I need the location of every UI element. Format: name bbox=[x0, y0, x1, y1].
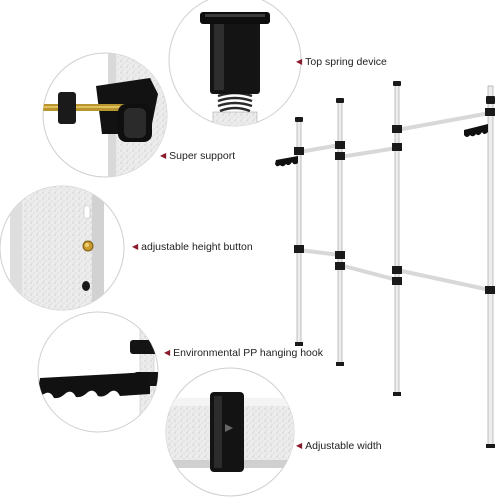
support-clamp-detail bbox=[42, 52, 168, 178]
callout-label: Environmental PP hanging hook bbox=[173, 347, 323, 359]
left-arrow-icon: ◀ bbox=[132, 242, 139, 252]
callout-super-support: ◀ Super support bbox=[160, 151, 235, 162]
width-joint-detail bbox=[165, 367, 295, 497]
left-arrow-icon: ◀ bbox=[296, 57, 303, 67]
height-button-detail bbox=[0, 185, 125, 311]
left-arrow-icon: ◀ bbox=[160, 151, 167, 161]
callout-top-spring-device: ◀ Top spring device bbox=[296, 57, 387, 68]
left-arrow-icon: ◀ bbox=[296, 441, 303, 451]
callout-adjustable-width: ◀ Adjustable width bbox=[296, 441, 382, 452]
callout-label: Super support bbox=[169, 150, 236, 162]
clothes-rack bbox=[275, 81, 495, 448]
spring-device-detail bbox=[168, 0, 302, 127]
callout-label: adjustable height button bbox=[141, 241, 253, 253]
hanging-hook-detail bbox=[37, 311, 159, 433]
left-arrow-icon: ◀ bbox=[164, 348, 171, 358]
callout-hanging-hook: ◀ Environmental PP hanging hook bbox=[164, 348, 323, 359]
callout-label: Adjustable width bbox=[305, 440, 382, 452]
callout-adjustable-height-button: ◀ adjustable height button bbox=[132, 242, 253, 253]
callout-label: Top spring device bbox=[305, 56, 387, 68]
